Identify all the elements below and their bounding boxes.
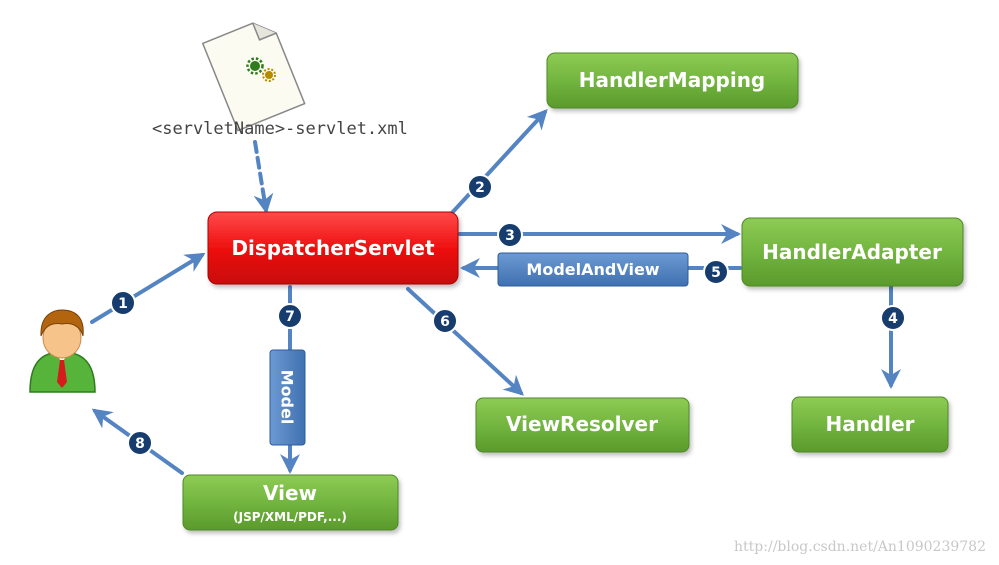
svg-text:3: 3 xyxy=(505,228,515,244)
svg-text:8: 8 xyxy=(135,436,145,452)
view-resolver-node xyxy=(475,397,690,453)
model-tag: Model xyxy=(269,349,306,446)
view-label: View xyxy=(263,481,317,505)
step-1-arrow xyxy=(90,252,206,324)
gear-icon xyxy=(246,57,276,82)
step-6-arrow xyxy=(406,287,524,396)
step-5-badge: 5 xyxy=(703,259,729,285)
svg-text:5: 5 xyxy=(711,265,721,281)
dispatcher-servlet-node xyxy=(207,211,459,285)
dispatcher-servlet-label: DispatcherServlet xyxy=(231,236,435,260)
config-file-icon xyxy=(201,22,306,132)
handler-adapter-node xyxy=(741,217,964,287)
config-arrow xyxy=(253,140,274,214)
handler-label: Handler xyxy=(825,412,914,436)
handler-adapter-label: HandlerAdapter xyxy=(762,240,942,264)
svg-text:4: 4 xyxy=(888,311,898,327)
handler-mapping-label: HandlerMapping xyxy=(579,68,766,92)
handler-node xyxy=(791,396,949,453)
step-8-badge: 8 xyxy=(127,430,153,456)
svg-text:7: 7 xyxy=(285,309,295,325)
svg-text:6: 6 xyxy=(440,314,450,330)
step-1-badge: 1 xyxy=(110,290,136,316)
step-6-badge: 6 xyxy=(432,308,458,334)
step-4-badge: 4 xyxy=(880,305,906,331)
model-label: Model xyxy=(278,370,297,425)
step-badges: 1 2 3 4 5 6 7 8 xyxy=(110,174,906,456)
svg-text:1: 1 xyxy=(118,296,128,312)
handler-mapping-node xyxy=(546,52,799,109)
step-2-badge: 2 xyxy=(467,174,493,200)
svg-text:2: 2 xyxy=(475,180,485,196)
view-sublabel: (JSP/XML/PDF,...) xyxy=(233,510,347,524)
watermark: http://blog.csdn.net/An1090239782 xyxy=(734,539,986,555)
step-3-badge: 3 xyxy=(497,222,523,248)
step-2-arrow xyxy=(448,109,548,217)
view-node xyxy=(182,474,399,531)
config-file-label: <servletName>-servlet.xml xyxy=(152,119,408,139)
model-and-view-tag: ModelAndView xyxy=(497,252,689,287)
model-and-view-label: ModelAndView xyxy=(526,260,659,279)
step-7-badge: 7 xyxy=(277,303,303,329)
view-resolver-label: ViewResolver xyxy=(506,412,658,436)
user-icon xyxy=(29,309,96,393)
